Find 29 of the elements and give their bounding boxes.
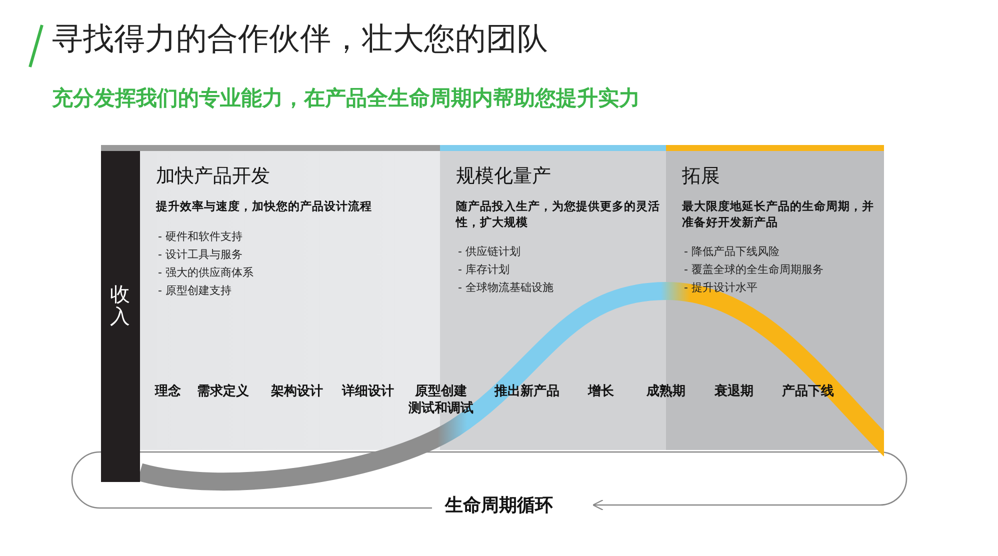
- stage-label: 推出新产品: [494, 382, 560, 400]
- section-heading: 拓展: [682, 164, 721, 189]
- bullet-item: - 降低产品下线风险: [684, 244, 780, 260]
- section-subtitle: 随产品投入生产，为您提供更多的灵活性，扩大规模: [456, 199, 661, 230]
- stage-label: 详细设计: [342, 382, 394, 400]
- bullet-item: - 覆盖全球的全生命周期服务: [684, 262, 824, 278]
- bullet-item: - 库存计划: [458, 262, 510, 278]
- section-subtitle: 最大限度地延长产品的生命周期，并准备好开发新产品: [682, 199, 875, 230]
- section-heading: 规模化量产: [456, 164, 552, 189]
- stage-label: 原型创建: [415, 383, 467, 400]
- bullet-item: - 供应链计划: [458, 244, 522, 260]
- stage-label: 产品下线: [782, 382, 834, 400]
- bullet-item: - 强大的供应商体系: [158, 264, 254, 280]
- stage-label: 衰退期: [714, 382, 754, 400]
- bullet-item: - 硬件和软件支持: [158, 228, 244, 244]
- section-subtitle: 提升效率与速度，加快您的产品设计流程: [156, 199, 373, 215]
- stage-label: 测试和调试: [408, 400, 474, 417]
- bullet-item: - 全球物流基础设施: [458, 280, 554, 296]
- stage-label: 理念: [155, 383, 181, 400]
- stage-label: 需求定义: [197, 382, 249, 400]
- stage-label: 成熟期: [646, 383, 686, 400]
- slide-subtitle: 充分发挥我们的专业能力，在产品全生命周期内帮助您提升实力: [52, 85, 640, 112]
- section-heading: 加快产品开发: [156, 164, 271, 189]
- stage-label: 增长: [588, 383, 614, 400]
- axis-label: 收入: [110, 283, 130, 327]
- slide-title: 寻找得力的合作伙伴，壮大您的团队: [52, 20, 548, 59]
- bullet-item: - 原型创建支持: [158, 282, 232, 298]
- bullet-item: - 设计工具与服务: [158, 246, 244, 262]
- stage-label: 架构设计: [271, 383, 323, 400]
